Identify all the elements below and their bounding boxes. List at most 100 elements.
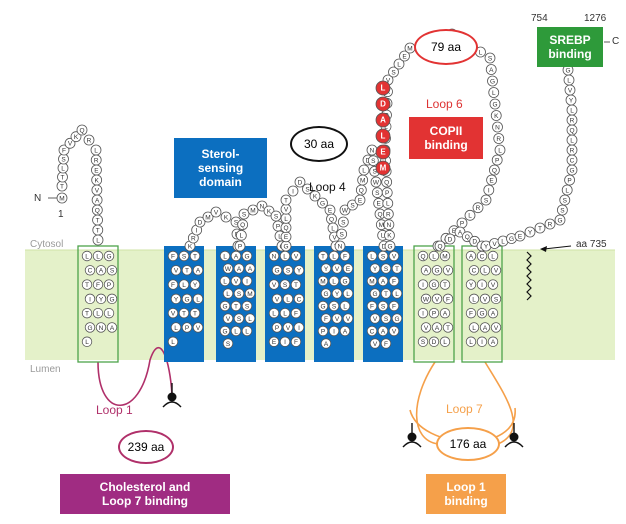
residue-bead: T	[189, 307, 201, 319]
copii-binding-box: COPII binding	[409, 117, 483, 159]
residue-letter: T	[193, 253, 197, 260]
residue-bead: T	[181, 265, 193, 276]
residue-bead: N	[334, 240, 346, 252]
residue-bead: R	[566, 144, 578, 156]
residue-letter: Y	[469, 282, 474, 289]
residue-letter: E	[518, 233, 523, 240]
residue-circle	[358, 164, 370, 176]
residue-bead: L	[468, 322, 480, 333]
residue-bead: F	[290, 336, 302, 347]
residue-bead: L	[358, 164, 370, 176]
residue-letter: M	[250, 207, 255, 214]
residue-bead: V	[490, 265, 502, 276]
glyco-fork	[162, 401, 182, 408]
residue-circle	[282, 293, 294, 305]
residue-letter: P	[321, 328, 325, 335]
residue-circle	[317, 300, 329, 312]
residue-circle	[468, 265, 480, 276]
residue-bead: Y	[369, 263, 381, 274]
residue-letter: M	[442, 253, 447, 260]
residue-circle	[493, 133, 505, 144]
residue-letter: S	[384, 266, 389, 273]
residue-letter: L	[468, 213, 472, 220]
residue-bead: D	[294, 176, 306, 188]
residue-letter: M	[369, 278, 374, 285]
residue-circle	[271, 265, 283, 276]
residue-letter: A	[469, 253, 474, 260]
residue-bead: G	[317, 197, 328, 209]
residue-letter: F	[392, 303, 396, 310]
residue-letter: G	[434, 268, 439, 275]
residue-circle	[241, 250, 253, 262]
residue-circle	[84, 322, 96, 333]
residue-letter: V	[392, 328, 397, 335]
residue-letter: F	[96, 282, 100, 289]
residue-bead: V	[564, 84, 576, 96]
c-terminus-label: C	[612, 36, 620, 47]
residue-circle	[282, 265, 294, 276]
residue-circle	[442, 322, 454, 333]
residue-circle	[241, 300, 253, 312]
residue-circle	[490, 265, 502, 276]
residue-letter: G	[184, 296, 189, 303]
residue-letter: G	[283, 243, 288, 250]
residue-circle	[84, 293, 96, 305]
residue-letter: E	[328, 207, 333, 214]
residue-bead: F	[167, 250, 179, 262]
residue-letter: N	[338, 243, 343, 250]
residue-letter: L	[570, 137, 574, 144]
residue-bead: K	[384, 229, 395, 241]
residue-bead: L	[328, 275, 340, 287]
residue-circle	[342, 263, 354, 274]
residue-circle	[244, 313, 256, 324]
residue-bead: A	[439, 307, 451, 319]
residue-circle	[464, 209, 476, 221]
residue-circle	[428, 336, 440, 347]
residue-bead: G	[489, 98, 501, 110]
residue-letter: W	[225, 266, 232, 273]
residue-circle	[487, 250, 499, 262]
residue-letter: M	[379, 222, 384, 229]
residue-letter: Q	[437, 243, 442, 250]
residue-bead: S	[380, 263, 392, 274]
residue-bead: Q	[381, 176, 393, 188]
residue-circle	[192, 265, 204, 276]
residue-letter: Q	[359, 187, 364, 194]
residue-circle	[268, 279, 280, 290]
residue-letter: L	[479, 49, 483, 56]
residue-bead: Y	[189, 279, 201, 290]
residue-bead: G	[181, 293, 193, 305]
residue-bead: Q	[566, 124, 578, 136]
residue-letter: Y	[99, 296, 104, 303]
residue-circle	[194, 216, 206, 228]
residue-bead: F	[58, 144, 70, 156]
residue-circle	[439, 336, 451, 347]
residue-bead: K	[91, 174, 103, 186]
residue-letter: P	[275, 325, 279, 332]
residue-letter: Q	[465, 234, 470, 241]
residue-letter: E	[94, 167, 99, 174]
residue-bead: E	[268, 336, 280, 347]
residue-bead: V	[268, 279, 280, 290]
residue-bead: P	[181, 322, 193, 333]
residue-circle	[279, 307, 291, 319]
residue-circle	[317, 197, 328, 209]
residue-letter: W	[423, 296, 430, 303]
residue-bead: S	[233, 313, 245, 324]
residue-letter: V	[392, 253, 397, 260]
residue-letter: L	[248, 316, 252, 323]
residue-circle	[417, 279, 429, 290]
residue-letter: S	[61, 156, 66, 163]
residue-bead: E	[280, 231, 292, 243]
residue-circle	[219, 275, 231, 287]
residue-letter: V	[335, 316, 340, 323]
residue-bead: F	[366, 300, 378, 312]
residue-bead: Q	[374, 208, 386, 220]
residue-bead: E	[354, 194, 366, 206]
residue-circle	[233, 288, 245, 299]
residue-circle	[290, 307, 302, 319]
n-number-label: 1	[58, 209, 64, 220]
residue-bead: T	[317, 250, 329, 262]
residue-bead: A	[465, 250, 477, 262]
residue-circle	[241, 325, 253, 337]
